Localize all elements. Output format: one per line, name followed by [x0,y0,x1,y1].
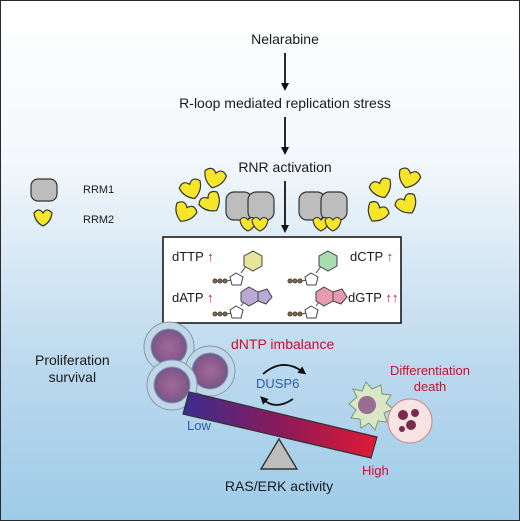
dgtp-molecule [287,286,348,319]
rnr-complex-left [225,191,275,232]
rrm1-legend-icon [30,178,58,202]
differentiation-text: Differentiation [390,363,470,378]
rrm2-legend-label: RRM2 [83,214,115,226]
dctp-label: dCTP ↑ [350,249,393,264]
dusp6-label: DUSP6 [256,376,300,391]
rrm1-legend-label: RRM1 [83,184,115,196]
curved-arrow-left [260,396,294,406]
dctp-molecule [287,250,338,286]
rnr-activation-label: RNR activation [238,159,332,175]
replication-stress-label: R-loop mediated replication stress [179,95,391,111]
rrm2-cluster-right [367,167,422,222]
dgtp-up-arrows: ↑↑ [385,290,399,305]
rrm2-legend-icon [33,209,53,227]
curved-arrow-right [262,364,307,375]
proliferation-text: Proliferation [35,352,110,368]
proliferation-label: Proliferation survival [35,352,110,386]
proliferating-cells [143,321,236,411]
fulcrum [259,437,299,470]
seesaw-beam [182,391,378,459]
dntp-imbalance-label: dNTP imbalance [231,336,335,352]
dttp-up-arrow: ↑ [207,249,214,264]
rrm2-cluster-left [175,167,228,222]
high-label: High [362,463,389,478]
dttp-text: dTTP [172,249,204,264]
survival-text: survival [48,369,97,385]
differentiation-label: Differentiation death [390,363,470,395]
datp-molecule [212,286,273,319]
ras-erk-axis-label: RAS/ERK activity [224,478,334,494]
datp-label: dATP ↑ [172,290,213,305]
dntp-box [162,236,402,324]
rnr-complex-right [298,191,348,232]
low-label: Low [187,418,211,433]
differentiating-cells [348,381,433,444]
dctp-up-arrow: ↑ [386,249,394,264]
datp-up-arrow: ↑ [206,290,214,305]
datp-text: dATP [172,290,204,305]
dttp-label: dTTP ↑ [172,249,214,264]
death-text: death [413,379,447,394]
dgtp-label: dGTP ↑↑ [348,290,398,305]
nelarabine-label: Nelarabine [251,31,319,47]
dgtp-text: dGTP [348,290,382,305]
dttp-molecule [212,250,263,286]
dctp-text: dCTP [350,249,383,264]
